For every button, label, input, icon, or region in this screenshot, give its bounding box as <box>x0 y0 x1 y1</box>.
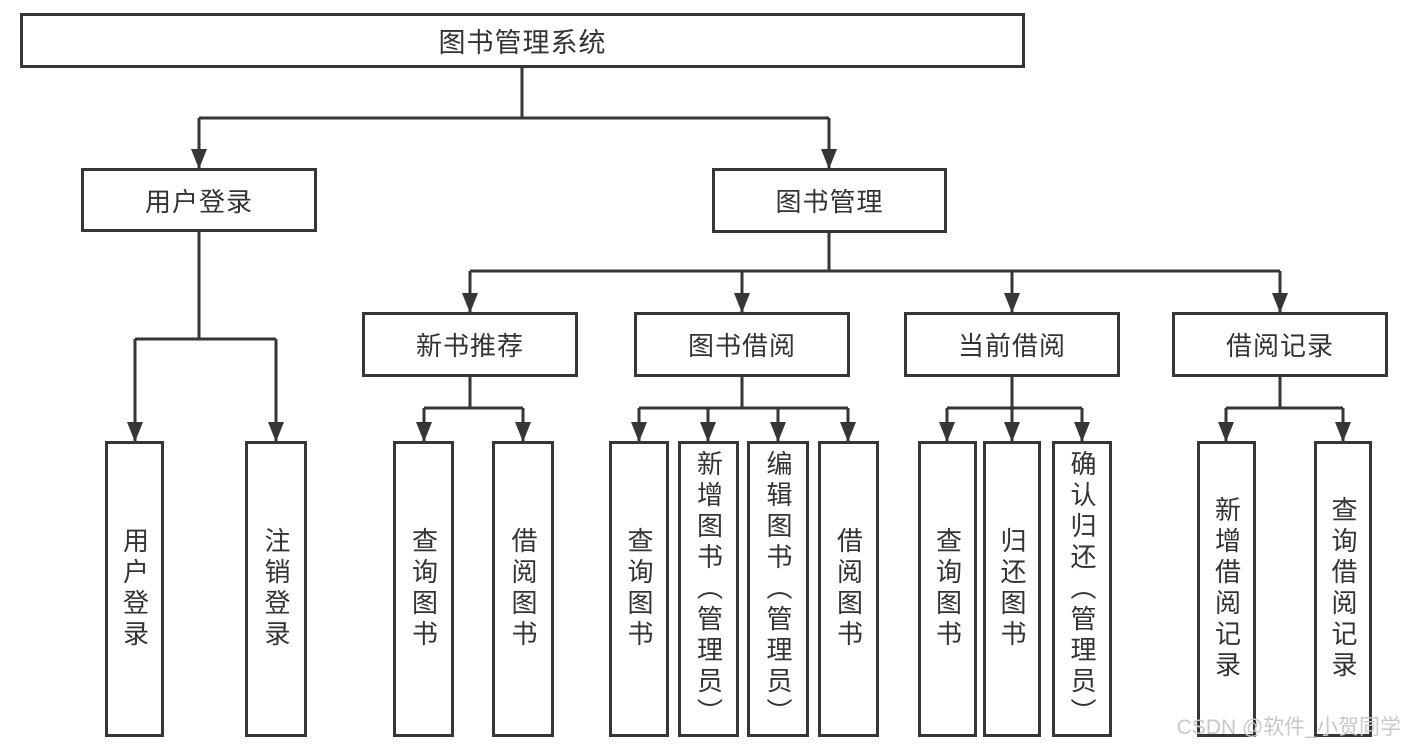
node-label: 查询图书 <box>624 527 654 651</box>
leaf-add-borrow-record: 新增借阅记录 <box>1197 441 1256 737</box>
node-current-borrowing: 当前借阅 <box>904 312 1120 377</box>
node-book-management: 图书管理 <box>712 168 947 233</box>
node-label: 归还图书 <box>997 527 1027 651</box>
node-label: 新增借阅记录 <box>1211 496 1242 682</box>
leaf-user-login: 用户登录 <box>105 441 164 737</box>
node-label: 借阅记录 <box>1225 331 1334 361</box>
node-user-login-group: 用户登录 <box>81 168 317 232</box>
node-borrowing-records: 借阅记录 <box>1172 312 1388 377</box>
watermark-text: CSDN @软件_小贺同学 <box>1176 716 1401 739</box>
node-label: 用户登录 <box>119 527 150 651</box>
node-label: 注销登录 <box>261 527 291 651</box>
node-label: 借阅图书 <box>508 527 538 651</box>
node-label: 查询借阅记录 <box>1328 496 1358 682</box>
node-label: 图书管理 <box>775 187 884 217</box>
leaf-query-books-current: 查询图书 <box>918 441 977 737</box>
leaf-logout: 注销登录 <box>245 441 307 737</box>
node-book-borrowing: 图书借阅 <box>634 312 850 377</box>
node-label: 用户登录 <box>144 186 253 217</box>
node-label: 查询图书 <box>932 527 963 651</box>
node-label: 借阅图书 <box>833 527 864 651</box>
leaf-query-borrow-record: 查询借阅记录 <box>1314 441 1372 737</box>
node-new-book-recommendation: 新书推荐 <box>362 312 578 377</box>
node-label: 新书推荐 <box>415 331 524 361</box>
node-label: 新增图书（管理员） <box>693 449 724 729</box>
leaf-borrow-books-borrowing: 借阅图书 <box>818 441 879 737</box>
leaf-borrow-books-recommend: 借阅图书 <box>492 441 554 737</box>
node-label: 图书管理系统 <box>438 28 607 58</box>
leaf-query-books-borrowing: 查询图书 <box>609 441 669 737</box>
node-label: 编辑图书（管理员） <box>763 449 793 729</box>
node-label: 查询图书 <box>408 527 439 651</box>
node-label: 当前借阅 <box>957 331 1066 361</box>
node-label: 图书借阅 <box>687 331 796 361</box>
leaf-query-books-recommend: 查询图书 <box>393 441 454 737</box>
leaf-edit-book-admin: 编辑图书（管理员） <box>747 441 809 737</box>
node-label: 确认归还（管理员） <box>1067 449 1097 729</box>
leaf-add-book-admin: 新增图书（管理员） <box>678 441 739 737</box>
leaf-return-book: 归还图书 <box>983 441 1041 737</box>
leaf-confirm-return-admin: 确认归还（管理员） <box>1052 441 1112 737</box>
node-library-management-system: 图书管理系统 <box>20 13 1025 68</box>
